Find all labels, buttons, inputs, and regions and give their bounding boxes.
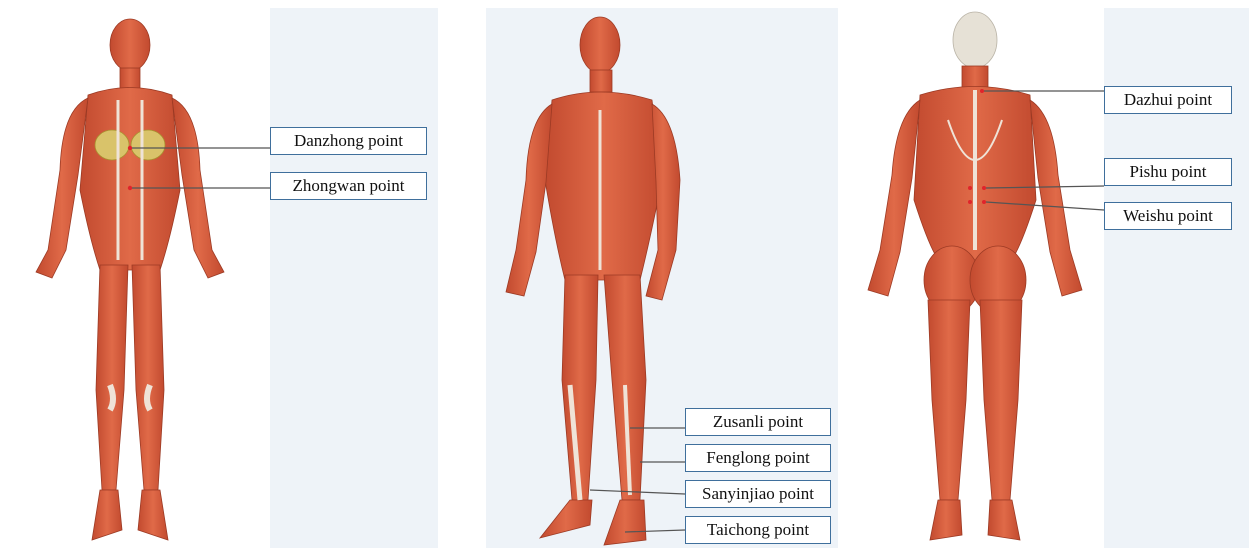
danzhong-point-marker <box>128 146 132 150</box>
pishu-point-marker-right <box>982 186 986 190</box>
zusanli-point-label: Zusanli point <box>685 408 831 436</box>
zhongwan-point-marker <box>128 186 132 190</box>
figure-front-male <box>506 17 680 545</box>
zhongwan-point-label: Zhongwan point <box>270 172 427 200</box>
pishu-point-marker-left <box>968 186 972 190</box>
weishu-point-marker-left <box>968 200 972 204</box>
weishu-point-label: Weishu point <box>1104 202 1232 230</box>
dazhui-point-label: Dazhui point <box>1104 86 1232 114</box>
fenglong-point-label: Fenglong point <box>685 444 831 472</box>
taichong-point-label: Taichong point <box>685 516 831 544</box>
danzhong-point-label: Danzhong point <box>270 127 427 155</box>
pishu-point-label: Pishu point <box>1104 158 1232 186</box>
dazhui-point-marker <box>980 89 984 93</box>
figure-front-female <box>36 19 224 540</box>
sanyinjiao-point-label: Sanyinjiao point <box>685 480 831 508</box>
weishu-point-marker-right <box>982 200 986 204</box>
